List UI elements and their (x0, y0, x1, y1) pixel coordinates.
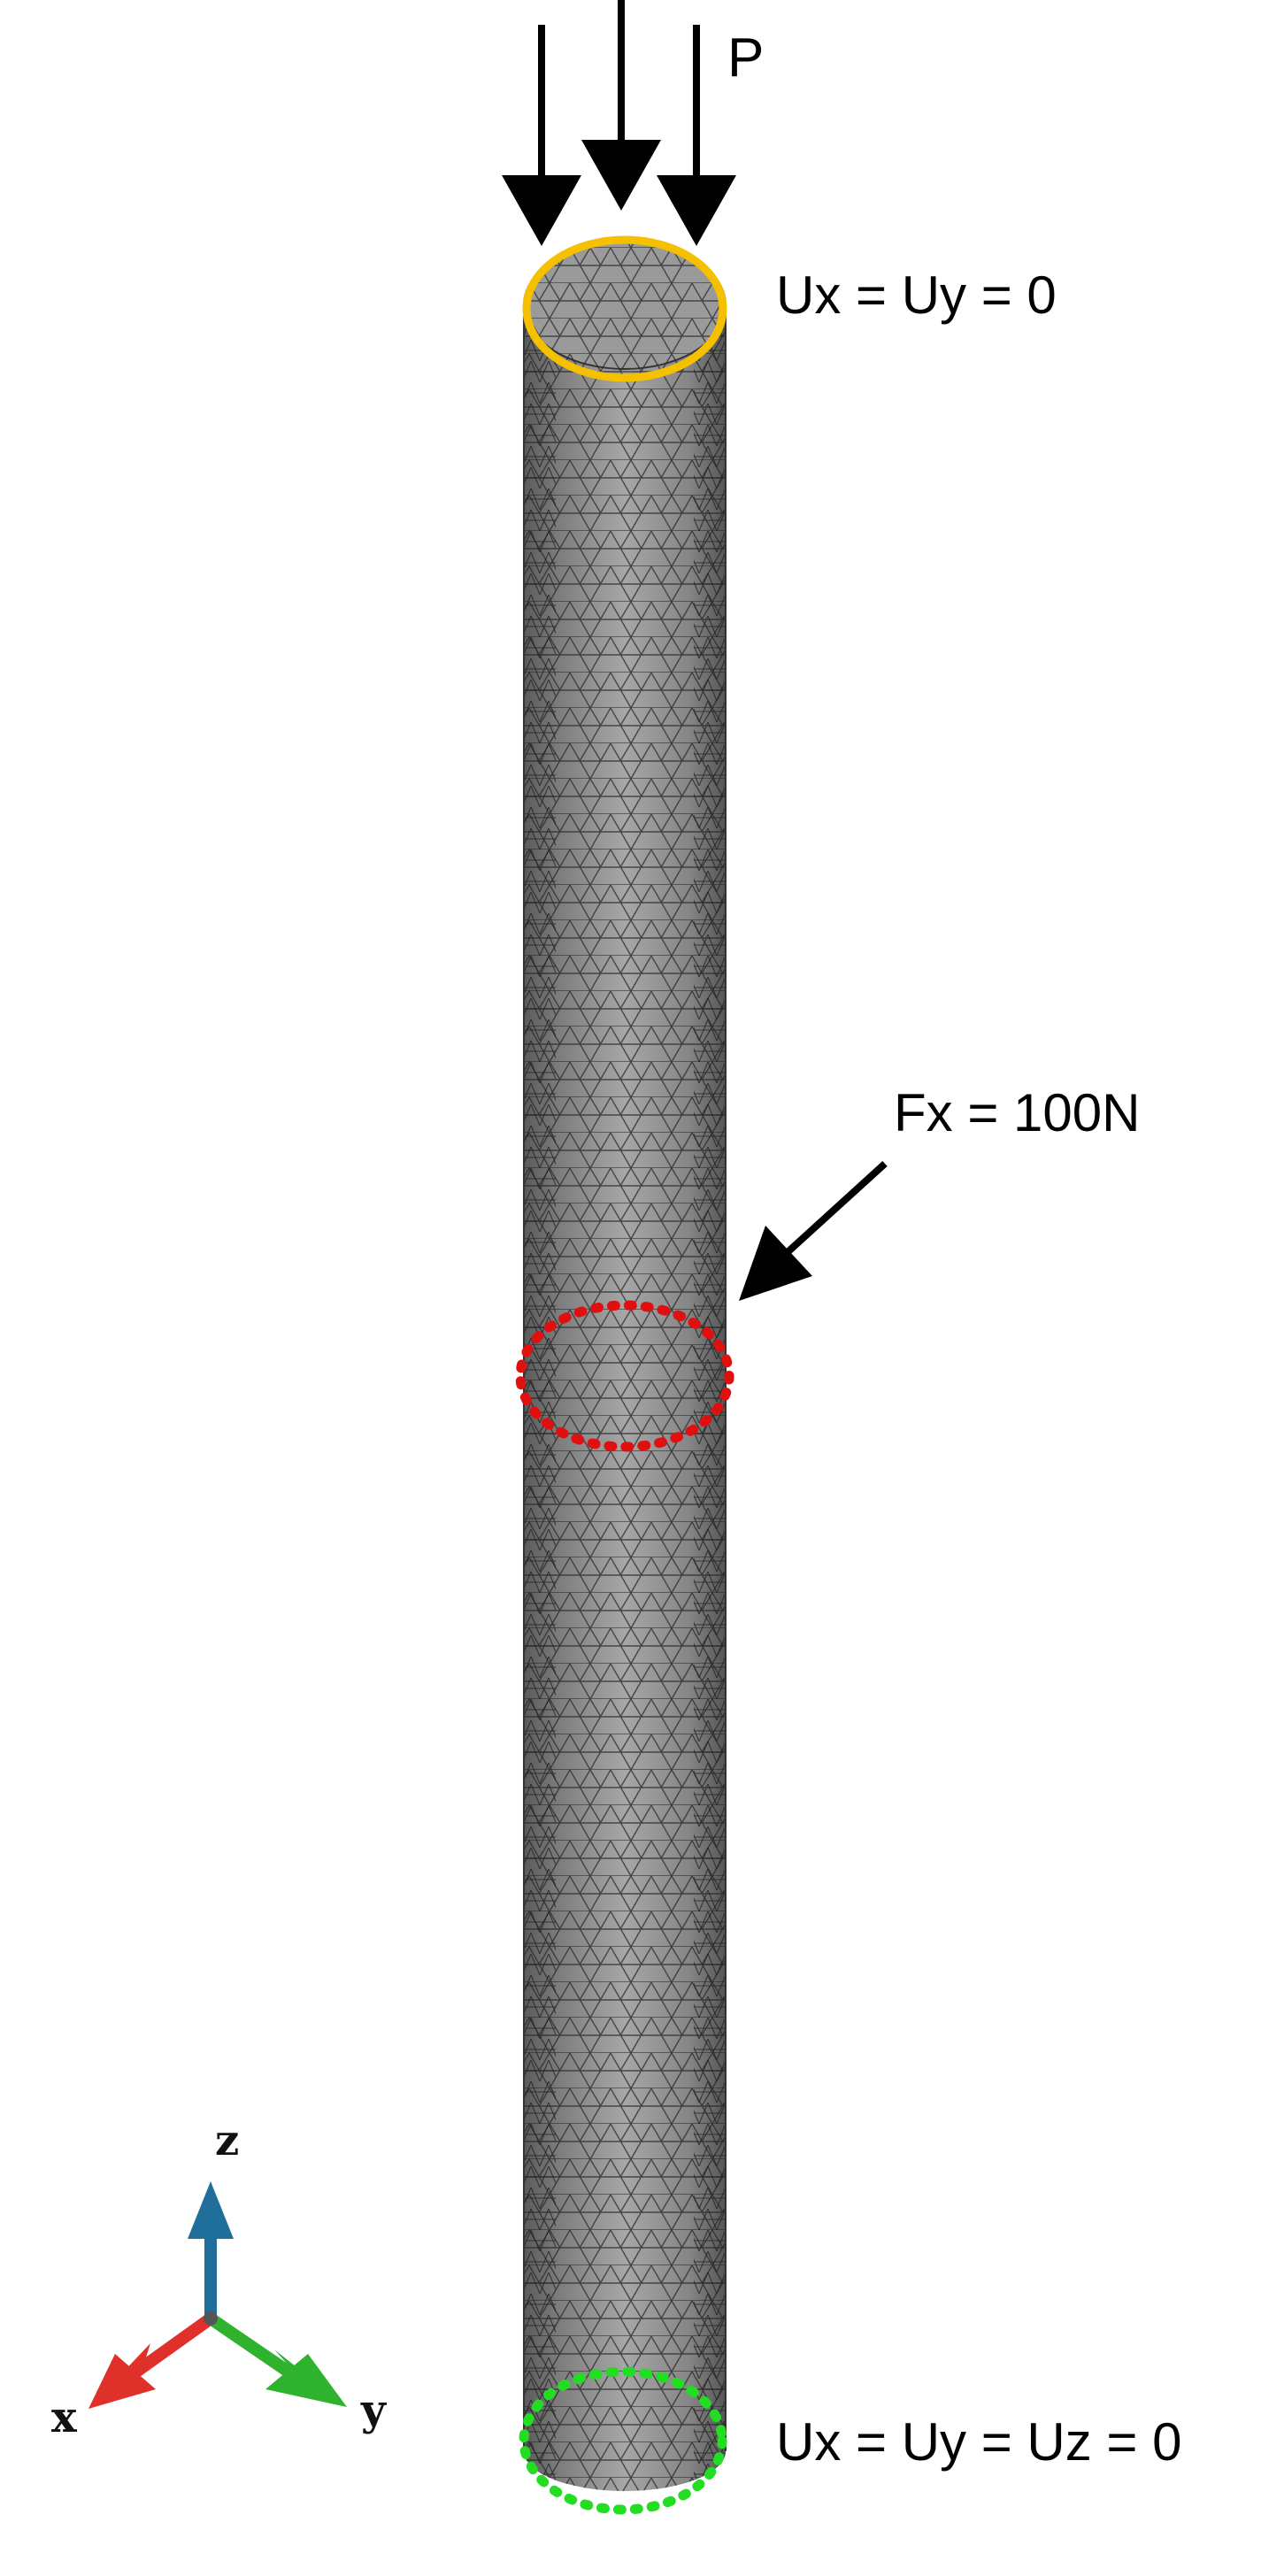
axis-triad (88, 2181, 347, 2409)
side-force-label: Fx = 100N (894, 1083, 1140, 1142)
y-axis (207, 2313, 296, 2380)
y-axis-label: y (360, 2386, 388, 2435)
column-mesh (523, 241, 727, 2491)
bottom-boundary-ring (519, 2366, 727, 2515)
top-boundary-ring (522, 235, 727, 382)
bottom-boundary-label: Ux = Uy = Uz = 0 (776, 2412, 1182, 2472)
load-label: P (727, 27, 764, 88)
x-axis-label: x (51, 2393, 77, 2442)
load-arrows (502, 0, 736, 246)
mid-load-ring (515, 1300, 734, 1452)
z-axis-label: z (215, 2116, 239, 2165)
side-force-arrow (739, 1161, 888, 1301)
top-boundary-label: Ux = Uy = 0 (776, 265, 1057, 325)
x-axis (128, 2313, 215, 2380)
